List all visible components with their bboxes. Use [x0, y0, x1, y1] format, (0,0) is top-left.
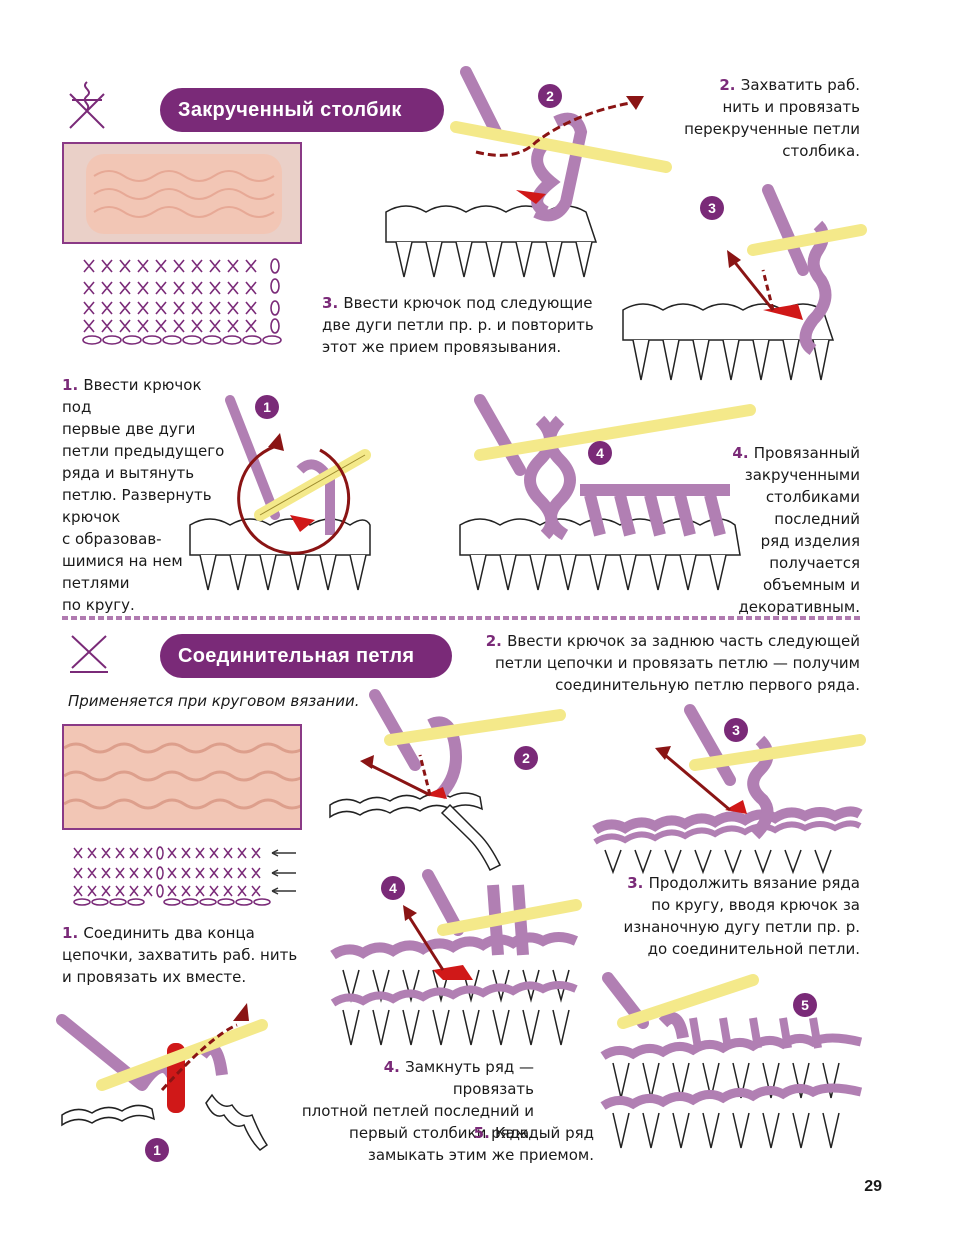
illustration-s2-step5 [600, 972, 863, 1149]
step1-line7: шимися на нем [62, 552, 183, 570]
step2-line2: перекрученные петли [684, 120, 860, 138]
s2-step3-badge: 3 [724, 718, 748, 742]
s2-step2-line1: петли цепочки и провязать петлю — получи… [494, 654, 860, 672]
step4-line0: Провязанный закрученными [744, 444, 860, 484]
step4-number: 4 [732, 444, 743, 462]
illustration-s1-step4 [459, 394, 756, 591]
s2-step3-number: 3 [627, 874, 638, 892]
section-divider [62, 616, 860, 620]
step3-text: 3. Ввести крючок под следующие две дуги … [322, 292, 602, 358]
s2-step3-line0: Продолжить вязание ряда [648, 874, 860, 892]
s2-step5-number: 5 [473, 1124, 485, 1142]
s2-step1-line1: цепочки, захватить раб. нить [62, 946, 298, 964]
s2-step2-line2: соединительную петлю первого ряда. [555, 676, 860, 694]
slip-stitch-photo [62, 724, 302, 830]
s1-step2-badge: 2 [538, 84, 562, 108]
step3-line1: две дуги петли пр. р. и повторить [322, 316, 594, 334]
s2-step5-line0: Каждый ряд [494, 1124, 594, 1142]
illustration-s1-step3 [622, 184, 867, 381]
s2-step2-line0: Ввести крючок за заднюю часть следующей [507, 632, 860, 650]
illustration-s2-step1 [56, 1003, 269, 1151]
s2-step2-number: 2 [485, 632, 497, 650]
s2-step4-line2: первый столбики ряда. [349, 1124, 534, 1142]
s2-step4-line0: Замкнуть ряд — провязать [405, 1058, 534, 1098]
s2-step2-badge: 2 [514, 746, 538, 770]
step2-line1: нить и провязать [722, 98, 860, 116]
step1-line8: петлями [62, 574, 130, 592]
stitch-chart-1 [82, 258, 282, 345]
page-number: 29 [864, 1178, 882, 1195]
illustration-s2-step2 [329, 689, 566, 872]
step2-line3: столбика. [782, 142, 860, 160]
section2-note: Применяется при круговом вязании. [68, 692, 360, 710]
illustration-s1-step2 [385, 66, 672, 278]
s1-step4-badge: 4 [588, 441, 612, 465]
step1-line4: петлю. Развернуть [62, 486, 212, 504]
s1-step1-badge: 1 [255, 395, 279, 419]
step2-text: 2. Захватить раб. нить и провязать перек… [670, 74, 860, 162]
step1-line9: по кругу. [62, 596, 135, 614]
step4-line1: столбиками [765, 488, 860, 506]
s2-step1-line2: и провязать их вместе. [62, 968, 247, 986]
illustration-s2-step4 [330, 869, 582, 1046]
step2-line0: Захватить раб. [740, 76, 860, 94]
step4-line4: получается [769, 554, 860, 572]
step3-line0: Ввести крючок под следующие [343, 294, 593, 312]
step1-line3: ряда и вытянуть [62, 464, 195, 482]
illustration-s1-step1 [189, 395, 371, 591]
step4-line6: декоративным. [738, 598, 860, 616]
step1-number: 1 [62, 376, 73, 394]
s2-step4-badge: 4 [381, 876, 405, 900]
step3-line2: этот же прием провязывания. [322, 338, 562, 356]
step1-line0: Ввести крючок под [62, 376, 202, 416]
step1-line6: с образовав- [62, 530, 162, 548]
s2-step3-line1: по кругу, вводя крючок за [651, 896, 860, 914]
section1-title: Закрученный столбик [160, 88, 444, 132]
s2-step5-badge: 5 [793, 993, 817, 1017]
s2-step1-text: 1. Соединить два конца цепочки, захватит… [62, 922, 332, 988]
s2-step2-text: 2. Ввести крючок за заднюю часть следующ… [480, 630, 860, 696]
step1-line5: крючок [62, 508, 121, 526]
s2-step4-number: 4 [383, 1058, 395, 1076]
step1-line2: петли предыдущего [62, 442, 225, 460]
s2-step5-text: 5. Каждый ряд замыкать этим же приемом. [360, 1122, 594, 1166]
step1-text: 1. Ввести крючок под первые две дуги пет… [62, 374, 232, 616]
twisted-stitch-photo [62, 142, 302, 244]
step2-number: 2 [719, 76, 730, 94]
s2-step1-line0: Соединить два конца [83, 924, 255, 942]
step4-line2: последний [774, 510, 860, 528]
s2-step3-line2: изнаночную дугу петли пр. р. [623, 918, 860, 936]
twisted-stitch-symbol-icon [69, 81, 105, 129]
s2-step1-badge: 1 [145, 1138, 169, 1162]
s1-step3-badge: 3 [700, 196, 724, 220]
step1-line1: первые две дуги [62, 420, 196, 438]
step3-number: 3 [322, 294, 333, 312]
s2-step4-line1: плотной петлей последний и [301, 1102, 534, 1120]
step4-text: 4. Провязанный закрученными столбиками п… [620, 442, 860, 618]
s2-step3-line3: до соединительной петли. [647, 940, 860, 958]
slip-stitch-symbol-icon [70, 635, 108, 673]
stitch-chart-2 [73, 846, 296, 906]
s2-step1-number: 1 [62, 924, 73, 942]
s2-step5-line1: замыкать этим же приемом. [367, 1146, 594, 1164]
step4-line5: объемным и [762, 576, 860, 594]
step4-line3: ряд изделия [760, 532, 860, 550]
section2-title: Соединительная петля [160, 634, 452, 678]
s2-step3-text: 3. Продолжить вязание ряда по кругу, вво… [600, 872, 860, 960]
s2-step4-text: 4. Замкнуть ряд — провязать плотной петл… [301, 1058, 534, 1142]
illustration-s2-step3 [592, 704, 866, 875]
